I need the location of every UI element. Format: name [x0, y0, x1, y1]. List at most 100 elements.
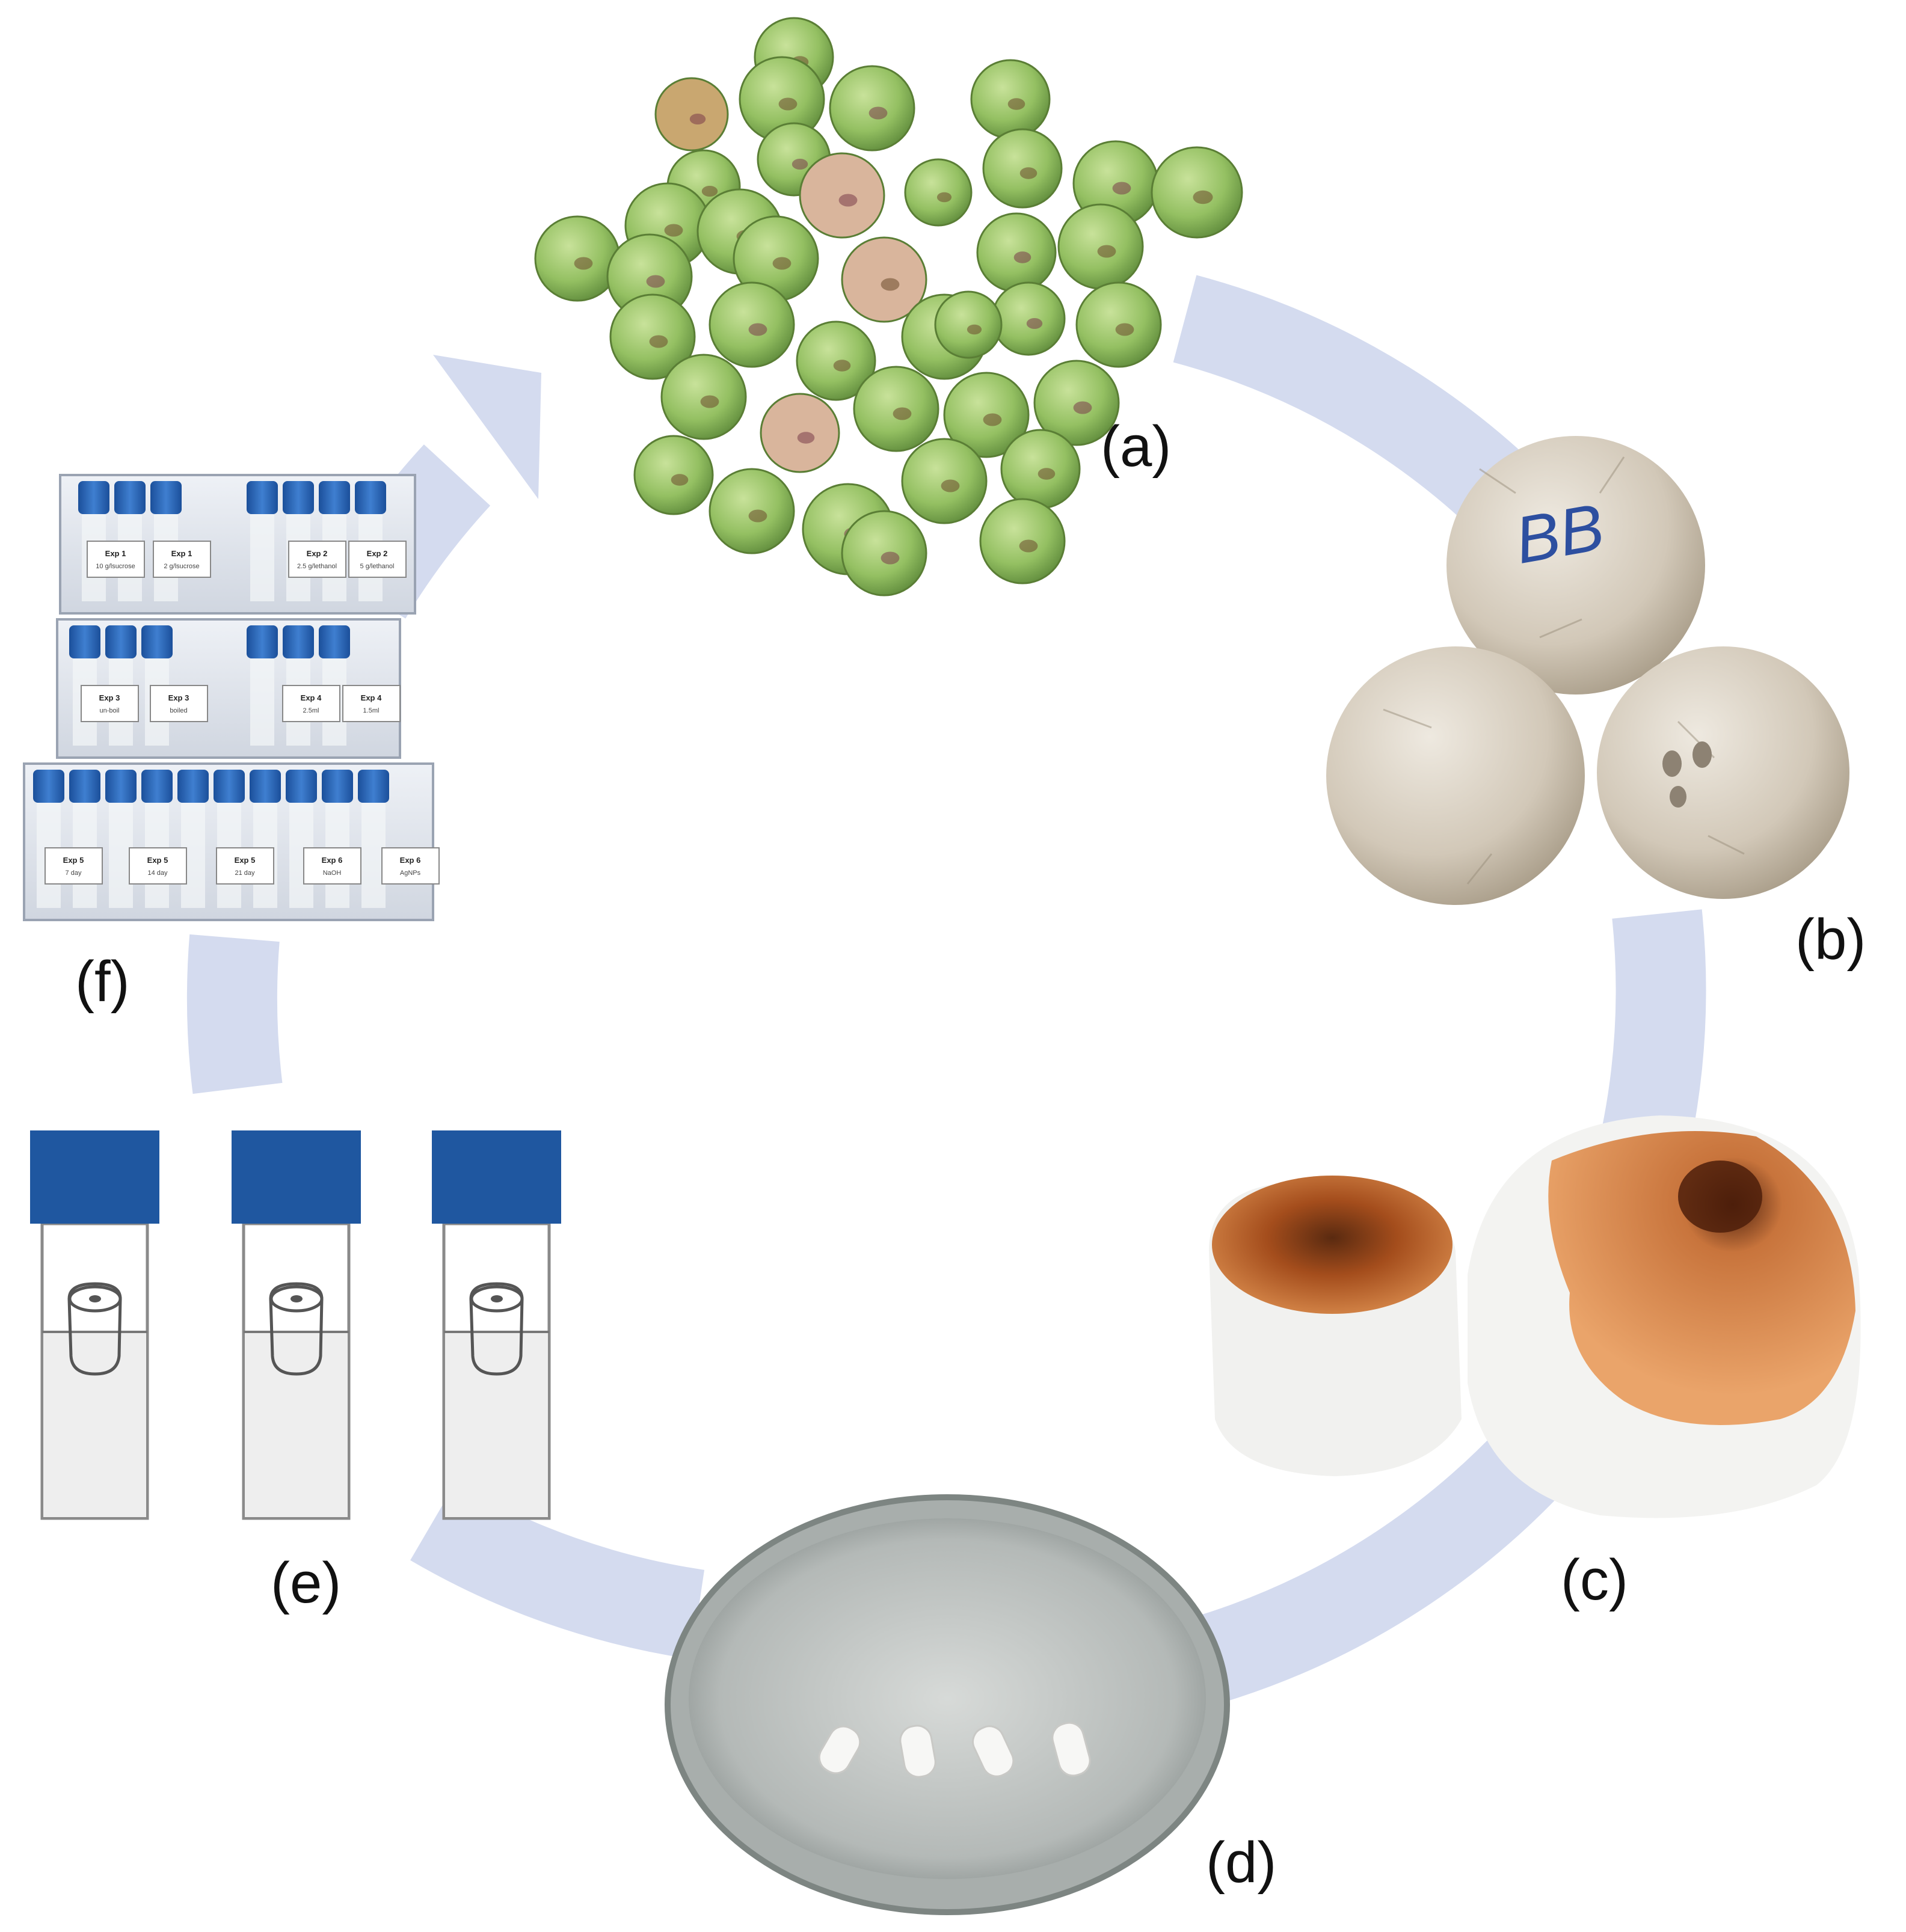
vial-cap	[283, 481, 314, 514]
sample-1	[818, 1725, 861, 1774]
coconut-blemish	[1019, 167, 1038, 179]
green-coconut	[1075, 281, 1162, 368]
vial-label-title: Exp 5	[63, 856, 84, 865]
vial-cap	[177, 770, 209, 803]
arrow-c-to-d	[1195, 1407, 1586, 1703]
coconut-eyes	[1662, 741, 1712, 808]
vial-cap	[358, 770, 389, 803]
vial-cap	[69, 770, 100, 803]
coconut-blemish	[748, 509, 767, 523]
vial-label-tag	[381, 847, 440, 885]
panel-a-green-coconuts	[534, 17, 1243, 596]
green-coconut	[829, 65, 915, 152]
vial-label-sub: AgNPs	[400, 869, 421, 877]
sample-2	[899, 1725, 936, 1778]
vial-label-sub: 5 g/lethanol	[360, 563, 395, 570]
coconut-blemish	[983, 413, 1002, 426]
vial-label-title: Exp 1	[105, 549, 126, 558]
coconut-blemish	[700, 395, 719, 408]
coconut-blemish	[941, 479, 960, 492]
vial-cap	[214, 770, 245, 803]
coconut-blemish	[967, 324, 982, 335]
petri-dish-inner	[689, 1518, 1206, 1879]
sample-3	[972, 1725, 1015, 1777]
vial-cap	[150, 481, 182, 514]
vial-cap	[33, 770, 64, 803]
green-coconut	[654, 77, 729, 152]
label-c: (c)	[1561, 1548, 1628, 1612]
coconut-blemish	[778, 97, 798, 111]
vial-cap	[355, 481, 386, 514]
arrow-d-to-e	[410, 1482, 705, 1660]
vial-cap	[114, 481, 146, 514]
vial-label-title: Exp 5	[235, 856, 256, 865]
coconut-blemish	[936, 192, 952, 203]
coconut-blemish	[1193, 190, 1213, 204]
vial-liquid	[245, 1332, 348, 1517]
vial-label-tag	[348, 541, 407, 578]
green-coconut	[841, 236, 927, 323]
sample-piece-outline	[269, 1282, 324, 1376]
green-coconut	[979, 498, 1066, 584]
green-coconut	[982, 128, 1063, 209]
green-coconut	[799, 152, 885, 239]
green-coconut	[760, 393, 840, 473]
green-coconut	[534, 215, 621, 302]
vial-label-title: Exp 5	[147, 856, 168, 865]
arrow-e-to-f	[186, 934, 283, 1094]
vial-label-sub: un-boil	[99, 707, 119, 714]
vial-cap	[141, 770, 173, 803]
vial-label-tag	[282, 685, 340, 722]
vial-label-sub: 2.5ml	[303, 707, 319, 714]
vial-cap	[250, 770, 281, 803]
green-coconut	[609, 293, 696, 380]
coconut-blemish	[881, 551, 900, 565]
sample-4	[1051, 1722, 1091, 1777]
vial-label-sub: 14 day	[147, 869, 168, 877]
coconut-blemish	[646, 275, 665, 288]
vial-label-title: Exp 2	[367, 549, 388, 558]
coconut-blemish	[748, 323, 767, 336]
husked-coconut-top	[1446, 436, 1705, 695]
vial-label-sub: 1.5ml	[363, 707, 380, 714]
husked-coconut-left	[1326, 646, 1585, 905]
green-coconut	[991, 281, 1066, 356]
vial-cap	[286, 770, 317, 803]
green-coconut	[796, 320, 876, 401]
green-coconut	[660, 354, 747, 440]
vial-label-title: Exp 6	[322, 856, 343, 865]
coconut-blemish	[574, 257, 593, 270]
vial-liquid	[43, 1332, 146, 1517]
coconut-blemish	[1073, 401, 1092, 414]
bb-marking: BB	[1510, 489, 1609, 578]
coconut-blemish	[893, 407, 912, 420]
coconut-blemish	[1112, 182, 1131, 195]
vial-label-sub: boiled	[170, 707, 187, 714]
coconut-blemish	[1013, 251, 1031, 263]
vial-label-sub: 7 day	[66, 869, 82, 877]
vial-cap	[78, 481, 109, 514]
vial-label-tag	[303, 847, 361, 885]
vial-cap	[283, 625, 314, 658]
arrowhead-into-a	[433, 355, 541, 499]
coconut-blemish	[838, 194, 858, 207]
vial-cap	[30, 1130, 159, 1224]
coconut-blemish	[689, 114, 706, 124]
vial-liquid	[445, 1332, 548, 1517]
vial-cap	[105, 625, 137, 658]
arrow-b-to-c	[1600, 909, 1706, 1152]
vial-cap	[322, 770, 353, 803]
label-f: (f)	[75, 949, 130, 1014]
vial-label-tag	[129, 847, 187, 885]
green-coconut	[633, 435, 714, 515]
coconut-blemish	[797, 432, 815, 444]
vial-label-title: Exp 6	[400, 856, 421, 865]
coconut-blemish	[833, 360, 851, 372]
coconut-blemish	[868, 106, 888, 120]
green-coconut	[976, 212, 1057, 293]
vial-cap	[232, 1130, 361, 1224]
vial-label-sub: 10 g/lsucrose	[96, 563, 135, 570]
